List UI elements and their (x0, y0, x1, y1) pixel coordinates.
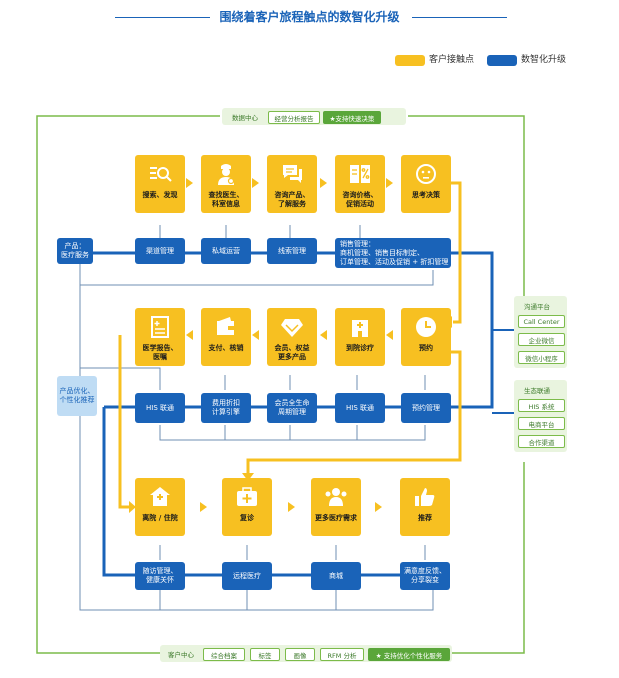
ecosystem-title: 生态联通 (524, 387, 550, 395)
ecommerce-tag: 电商平台 (518, 417, 565, 430)
touchpoint-price-label: 咨询价格、 促销活动 (342, 191, 378, 208)
touchpoint-consult-label: 咨询产品、 了解服务 (274, 191, 310, 208)
customer-tag-personalized: ★ 支持优化个性化服务 (368, 648, 450, 661)
legend-label-digital: 数智化升级 (521, 55, 567, 65)
touchpoint-payment-label: 支付、核销 (208, 344, 244, 352)
touchpoint-decision: 思考决策 (401, 155, 451, 213)
touchpoint-discharge: 离院 / 住院 (135, 478, 185, 536)
touchpoint-recommend: 推荐 (400, 478, 450, 536)
customer-center-label: 客户中心 (168, 651, 194, 659)
touchpoint-consult: 咨询产品、 了解服务 (267, 155, 317, 213)
lead-management: 线索管理 (267, 238, 317, 264)
wallet-icon (213, 314, 239, 340)
touchpoint-search-label: 搜索、发现 (142, 191, 178, 199)
his-link-1: HIS 联通 (135, 393, 185, 423)
data-center-tag-decision: ★支持快速决策 (323, 111, 381, 124)
title-line-left (115, 17, 210, 18)
customer-tag-portrait: 画像 (285, 648, 315, 661)
data-center-label: 数据中心 (232, 114, 258, 122)
report-icon (147, 314, 173, 340)
chat-icon (279, 161, 305, 187)
touchpoint-appointment: 预约 (401, 308, 451, 366)
page-title: 围绕着客户旅程触点的数智化升级 (219, 10, 400, 24)
touchpoint-recommend-label: 推荐 (418, 514, 432, 522)
sales-management: 销售管理： 商机管理、销售目标制定、 订单管理、活动及促销 + 折扣管理 (335, 238, 451, 268)
medkit-icon (234, 484, 260, 510)
telemedicine: 远程医疗 (222, 562, 272, 590)
touchpoint-doctor-label: 查找医生、 科室信息 (208, 191, 244, 208)
call-center-tag: Call Center (518, 315, 565, 328)
member-lifecycle: 会员全生命 周期管理 (267, 393, 317, 423)
wecom-tag: 企业微信 (518, 333, 565, 346)
touchpoint-discharge-label: 离院 / 住院 (142, 514, 178, 522)
touchpoint-revisit-label: 复诊 (240, 514, 254, 522)
thumbsup-icon (412, 484, 438, 510)
discount-icon (347, 161, 373, 187)
legend-swatch-touchpoint (395, 55, 425, 66)
customer-tag-profile: 综合档案 (203, 648, 245, 661)
legend-label-touchpoint: 客户接触点 (429, 55, 475, 65)
follow-up-care: 随访管理、 健康关怀 (135, 562, 185, 590)
home-icon (147, 484, 173, 510)
touchpoint-membership-label: 会员、权益 更多产品 (274, 344, 310, 361)
mini-program-tag: 微信小程序 (518, 351, 565, 364)
touchpoint-visit-label: 到院诊疗 (346, 344, 374, 352)
fee-discount-engine: 费用折扣 计算引擎 (201, 393, 251, 423)
private-domain-ops: 私域运营 (201, 238, 251, 264)
clock-icon (413, 314, 439, 340)
channel-management: 渠道管理 (135, 238, 185, 264)
his-link-2: HIS 联通 (335, 393, 385, 423)
product-optimization-panel: 产品优化、 个性化推荐 (57, 376, 97, 416)
title-line-right (412, 17, 507, 18)
diamond-icon (279, 314, 305, 340)
touchpoint-report-label: 医学报告、 医嘱 (142, 344, 178, 361)
touchpoint-payment: 支付、核销 (201, 308, 251, 366)
data-center-tag-report: 经营分析报告 (268, 111, 320, 124)
touchpoint-revisit: 复诊 (222, 478, 272, 536)
thinking-icon (413, 161, 439, 187)
search-icon (147, 161, 173, 187)
touchpoint-more-needs-label: 更多医疗需求 (315, 514, 357, 522)
doctor-icon (213, 161, 239, 187)
touchpoint-more-needs: 更多医疗需求 (311, 478, 361, 536)
feedback-sharing: 满意度反馈、 分享裂变 (400, 562, 450, 590)
product-service-box: 产品： 医疗服务 (57, 238, 93, 264)
appointment-management: 预约管理 (401, 393, 451, 423)
touchpoint-visit: 到院诊疗 (335, 308, 385, 366)
touchpoint-price: 咨询价格、 促销活动 (335, 155, 385, 213)
partner-channel-tag: 合作渠道 (518, 435, 565, 448)
hospital-icon (347, 314, 373, 340)
his-system-tag: HIS 系统 (518, 399, 565, 412)
customer-tag-rfm: RFM 分析 (320, 648, 364, 661)
communication-platform-title: 沟通平台 (524, 303, 550, 311)
customer-tag-label: 标签 (250, 648, 280, 661)
touchpoint-decision-label: 思考决策 (412, 191, 440, 199)
people-icon (323, 484, 349, 510)
legend-swatch-digital (487, 55, 517, 66)
touchpoint-membership: 会员、权益 更多产品 (267, 308, 317, 366)
touchpoint-search: 搜索、发现 (135, 155, 185, 213)
touchpoint-doctor: 查找医生、 科室信息 (201, 155, 251, 213)
touchpoint-appointment-label: 预约 (419, 344, 433, 352)
mall: 商城 (311, 562, 361, 590)
touchpoint-report: 医学报告、 医嘱 (135, 308, 185, 366)
